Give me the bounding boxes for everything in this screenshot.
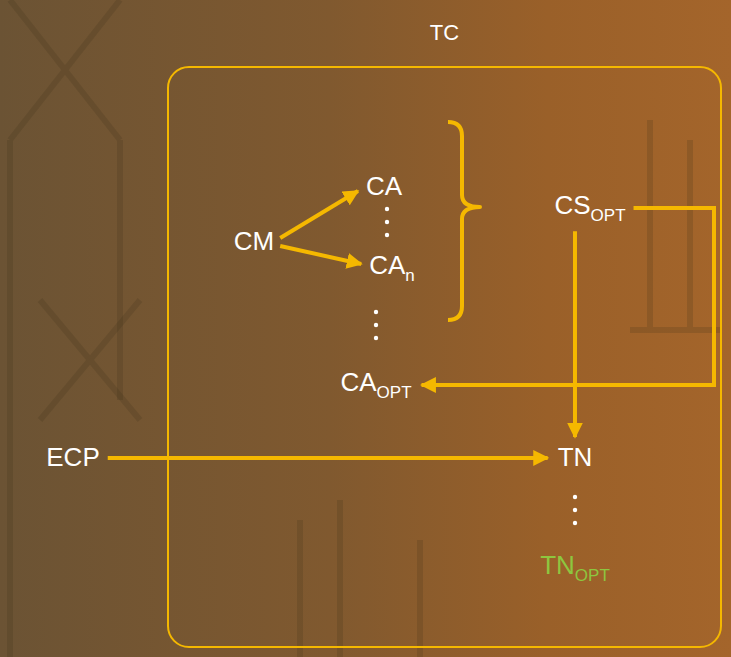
term-node: CM — [230, 225, 278, 259]
term-label: TN — [540, 550, 575, 580]
term-node: ECP — [42, 441, 103, 475]
term-label: CM — [234, 226, 274, 256]
substation-silhouette — [10, 0, 720, 657]
term-node: CA — [362, 170, 406, 204]
term-node: CAOPT — [336, 366, 415, 405]
brace-bracket — [448, 122, 480, 320]
term-node: TNOPT — [536, 549, 614, 588]
group-title: TC — [169, 20, 720, 45]
connector-arrow — [280, 191, 358, 238]
subscript-label: n — [405, 266, 414, 285]
term-label: CA — [340, 367, 376, 397]
subscript-label: OPT — [575, 566, 610, 585]
term-label: TN — [558, 442, 593, 472]
connector-arrow — [280, 246, 361, 264]
term-label: CA — [366, 171, 402, 201]
term-label: CS — [554, 190, 590, 220]
connector-arrow — [108, 456, 548, 460]
term-node: CSOPT — [550, 189, 629, 228]
term-node: TN — [554, 441, 597, 475]
subscript-label: OPT — [591, 206, 626, 225]
connector-arrow — [573, 231, 577, 437]
group-frame: TCCMCACAnCSOPTCAOPTTNTNOPT — [167, 66, 722, 648]
connector-arrow — [422, 208, 714, 385]
subscript-label: OPT — [377, 383, 412, 402]
term-node: CAn — [365, 249, 419, 288]
term-label: CA — [369, 250, 405, 280]
term-label: ECP — [46, 442, 99, 472]
